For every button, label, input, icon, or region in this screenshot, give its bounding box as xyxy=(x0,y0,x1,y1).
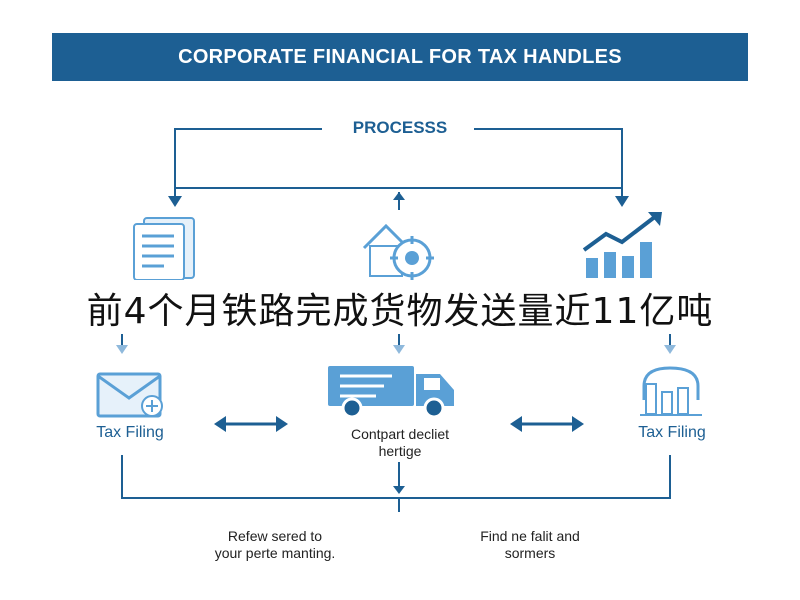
truck-icon xyxy=(328,366,454,419)
title-banner: CORPORATE FINANCIAL FOR TAX HANDLES xyxy=(52,33,748,81)
bottom-left-text: Refew sered to your perte manting. xyxy=(160,528,390,562)
bar-chart-icon xyxy=(640,366,702,416)
bottom-left-line2: your perte manting. xyxy=(214,545,336,561)
bottom-left-line1: Refew sered to xyxy=(227,528,323,544)
center-node-label-line1: Contpart decliet xyxy=(350,426,450,442)
overlay-caption-band: 前4个月铁路完成货物发送量近11亿吨 xyxy=(0,283,800,333)
bottom-right-line1: Find ne falit and xyxy=(480,528,580,544)
left-node-label: Tax Filing xyxy=(96,424,164,441)
center-node-label-line2: hertige xyxy=(378,443,422,459)
overlay-caption: 前4个月铁路完成货物发送量近11亿吨 xyxy=(86,291,714,332)
double-arrow-right xyxy=(510,416,584,432)
growth-chart-icon xyxy=(582,212,662,278)
process-label: PROCESSS xyxy=(352,118,448,137)
right-node-label: Tax Filing xyxy=(638,424,706,441)
double-arrow-left xyxy=(214,416,288,432)
bottom-right-text: Find ne falit and sormers xyxy=(420,528,640,562)
document-icon xyxy=(133,217,195,280)
envelope-icon xyxy=(96,372,163,418)
center-node-label: Contpart decliet hertige xyxy=(300,426,500,460)
bottom-right-line2: sormers xyxy=(504,545,556,561)
diagram-title: CORPORATE FINANCIAL FOR TAX HANDLES xyxy=(178,45,622,68)
house-gear-icon xyxy=(362,223,434,280)
